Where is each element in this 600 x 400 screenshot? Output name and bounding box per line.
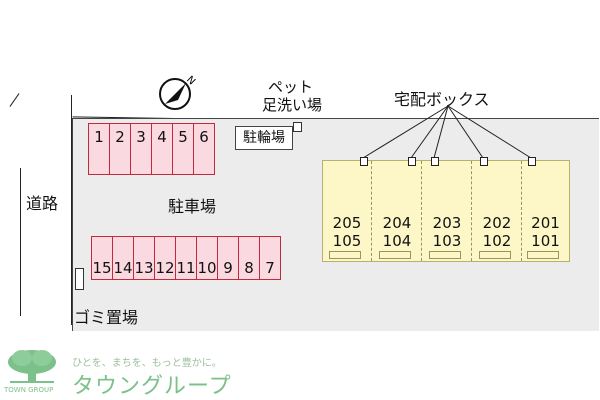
north-arrow-icon: N bbox=[159, 74, 197, 110]
delivery-box-marker bbox=[360, 157, 368, 166]
road-edge-left bbox=[20, 168, 21, 316]
parking-label: 駐車場 bbox=[168, 197, 217, 216]
tree-logo-icon bbox=[8, 350, 56, 383]
pet-label-line2: 足洗い場 bbox=[262, 96, 323, 114]
delivery-box-marker bbox=[431, 157, 439, 166]
parking-row-top: 1 2 3 4 5 6 bbox=[88, 123, 215, 175]
parking-stall[interactable]: 10 bbox=[196, 236, 218, 280]
parking-stall[interactable]: 7 bbox=[259, 236, 281, 280]
parking-stall[interactable]: 14 bbox=[112, 236, 134, 280]
pet-label-line1: ペット bbox=[268, 78, 314, 96]
entrance-step bbox=[429, 251, 461, 259]
parking-stall[interactable]: 6 bbox=[193, 123, 215, 175]
brand-en-label: TOWN GROUP bbox=[4, 386, 54, 394]
delivery-box-marker bbox=[408, 157, 416, 166]
entrance-step bbox=[479, 251, 511, 259]
delivery-box-label: 宅配ボックス bbox=[394, 90, 490, 109]
apartment-building: 205 105 204 104 203 103 202 102 201 101 bbox=[322, 160, 570, 262]
pet-foot-wash-marker bbox=[293, 122, 302, 132]
garbage-area-label: ゴミ置場 bbox=[74, 308, 139, 327]
parking-stall[interactable]: 2 bbox=[109, 123, 131, 175]
brand-tagline: ひとを、まちを、もっと豊かに。 bbox=[72, 358, 222, 369]
garbage-area-marker bbox=[75, 268, 84, 290]
unit-201-101[interactable]: 201 101 bbox=[521, 161, 570, 261]
brand-name: タウングループ bbox=[72, 374, 232, 399]
entrance-step bbox=[379, 251, 411, 259]
delivery-box-marker bbox=[480, 157, 488, 166]
unit-202-102[interactable]: 202 102 bbox=[473, 161, 522, 261]
road-label: 道路 bbox=[26, 194, 59, 213]
unit-203-103[interactable]: 203 103 bbox=[423, 161, 472, 261]
parking-stall[interactable]: 11 bbox=[175, 236, 197, 280]
parking-row-bottom: 15 14 13 12 11 10 9 8 7 bbox=[91, 236, 281, 280]
road-edge-right bbox=[71, 95, 72, 325]
bicycle-parking: 駐輪場 bbox=[235, 126, 293, 150]
entrance-step bbox=[329, 251, 361, 259]
unit-205-105[interactable]: 205 105 bbox=[323, 161, 372, 261]
parking-stall[interactable]: 15 bbox=[91, 236, 113, 280]
parking-stall[interactable]: 13 bbox=[133, 236, 155, 280]
unit-204-104[interactable]: 204 104 bbox=[373, 161, 422, 261]
entrance-step bbox=[527, 251, 559, 259]
delivery-box-marker bbox=[528, 157, 536, 166]
